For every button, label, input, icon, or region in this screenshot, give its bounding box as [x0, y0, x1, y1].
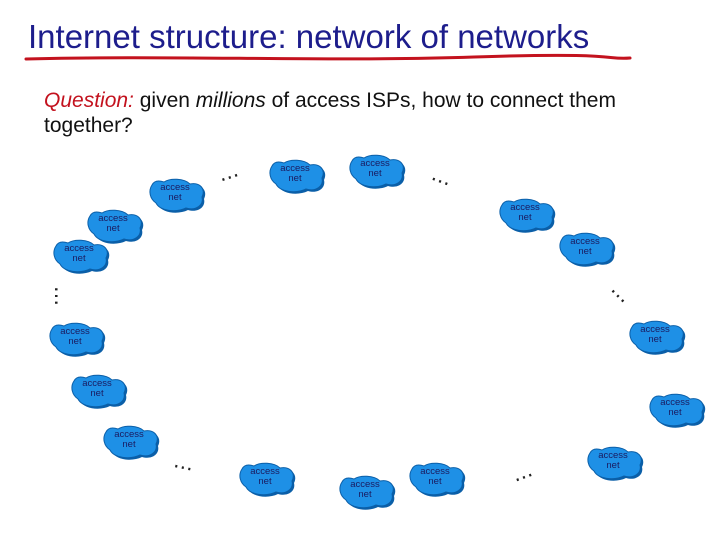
access-net-label-line1: access	[660, 397, 690, 408]
access-net-label-line1: access	[82, 378, 112, 389]
access-net-label-line2: net	[122, 439, 136, 450]
access-net-label-line1: access	[420, 466, 450, 477]
ellipsis-top-right: …	[428, 161, 456, 191]
access-net-label-line1: access	[350, 479, 380, 490]
access-net-label-line2: net	[368, 168, 382, 179]
access-net-label-line2: net	[258, 476, 272, 487]
cloud-icon	[71, 374, 128, 409]
cloud-icon	[349, 154, 406, 189]
access-net-label-line2: net	[578, 246, 592, 257]
cloud-icon	[499, 198, 556, 233]
access-net-label-line1: access	[64, 243, 94, 254]
access-net-label-line1: access	[114, 429, 144, 440]
cloud-icon	[87, 209, 144, 244]
access-net-label-line2: net	[68, 336, 82, 347]
question-text-after: of access ISPs, how to connect them toge…	[44, 89, 616, 137]
ellipsis-right: …	[606, 276, 638, 308]
access-net-label-line2: net	[668, 407, 682, 418]
cloud-icon	[53, 239, 110, 274]
question-emphasis: millions	[195, 89, 266, 112]
cloud-icon	[103, 425, 160, 460]
cloud-icon	[629, 320, 686, 355]
access-net-label-line2: net	[106, 223, 120, 234]
cloud-icon	[649, 393, 706, 428]
access-net-label-line2: net	[168, 192, 182, 203]
access-net-label-line2: net	[72, 253, 86, 264]
access-net-label-line2: net	[90, 388, 104, 399]
access-net-label-line2: net	[518, 212, 532, 223]
title-underline	[24, 53, 632, 61]
access-net-label-line1: access	[250, 466, 280, 477]
cloud-icon	[149, 178, 206, 213]
cloud-icon	[239, 462, 296, 497]
access-net-label-line2: net	[288, 173, 302, 184]
question-label: Question:	[44, 89, 134, 112]
access-net-label-line1: access	[60, 326, 90, 337]
access-net-label-line1: access	[160, 182, 190, 193]
access-net-label-line1: access	[510, 202, 540, 213]
access-net-label-line2: net	[606, 460, 620, 471]
access-net-label-line1: access	[98, 213, 128, 224]
ellipsis-bottom-right: …	[508, 457, 536, 487]
cloud-icon	[559, 232, 616, 267]
access-net-label-line1: access	[570, 236, 600, 247]
cloud-icon	[339, 475, 396, 510]
access-net-label-line2: net	[358, 489, 372, 500]
ellipsis-left: …	[50, 286, 74, 306]
cloud-icon	[49, 322, 106, 357]
ellipsis-top-left: …	[214, 157, 242, 187]
access-net-label-line2: net	[648, 334, 662, 345]
cloud-icon	[409, 462, 466, 497]
cloud-icon	[269, 159, 326, 194]
access-net-label-line1: access	[640, 324, 670, 335]
question-text-before: given	[133, 89, 196, 112]
cloud-icon	[587, 446, 644, 481]
slide-title: Internet structure: network of networks	[28, 18, 590, 55]
access-net-label-line1: access	[280, 163, 310, 174]
access-net-label-line1: access	[598, 450, 628, 461]
access-net-label-line1: access	[360, 158, 390, 169]
question-text: Question: given millions of access ISPs,…	[44, 88, 684, 138]
access-net-label-line2: net	[428, 476, 442, 487]
ellipsis-bottom-left: …	[171, 448, 197, 476]
